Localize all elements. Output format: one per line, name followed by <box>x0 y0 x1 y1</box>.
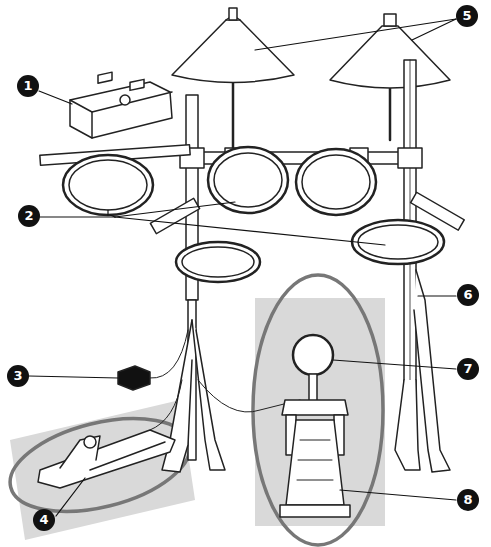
callout-number: 3 <box>7 365 29 387</box>
callout-number: 4 <box>33 509 55 531</box>
callout-number: 8 <box>457 489 479 511</box>
callout-number: 2 <box>18 205 40 227</box>
callout-number: 5 <box>456 5 478 27</box>
callout-number: 7 <box>457 358 479 380</box>
callout-number: 1 <box>17 75 39 97</box>
callout-number: 6 <box>457 284 479 306</box>
